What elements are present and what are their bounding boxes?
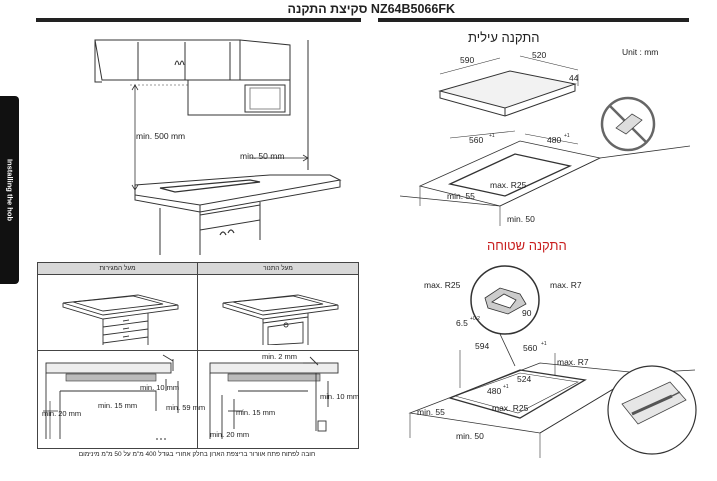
flush-dim-560: 560: [523, 343, 538, 353]
page-title: NZ64B5066FK סקיצת התקנה: [287, 2, 455, 16]
drawers-min59-label: min. 59 mm: [166, 403, 206, 412]
top-dim-480: 480: [547, 135, 562, 145]
side-tab: Installing the hob: [0, 96, 19, 284]
flush-dim-6-5: 6.5: [456, 318, 468, 328]
cabinet-diagram: [94, 39, 342, 255]
oven-perspective-cell: [197, 274, 359, 351]
header-rule-right: [378, 18, 689, 22]
col-header-oven: מעל התנור: [197, 262, 359, 275]
installation-table: מעל המגירות מעל התנור: [37, 262, 359, 449]
oven-perspective-drawing: [222, 294, 339, 346]
col-header-drawers: מעל המגירות: [37, 262, 198, 275]
flush-dim-480-tol: +1: [503, 384, 509, 390]
flush-dim-594: 594: [475, 341, 490, 351]
oven-min15-label: min. 15 mm: [236, 408, 276, 417]
drawers-section-drawing: [43, 354, 179, 440]
top-dim-590: 590: [460, 55, 475, 65]
top-dim-44: 44: [569, 73, 579, 83]
oven-min2-label: min. 2 mm: [262, 352, 298, 361]
ventilation-footnote: חובה לפתוח פתח אוורור בריצפת הארון בחלק …: [78, 451, 316, 458]
flush-dim-560-tol: +1: [541, 341, 547, 347]
flush-dim-524: 524: [517, 374, 532, 384]
drawers-min10-label: min. 10 mm: [140, 383, 180, 392]
side-tab-label: Installing the hob: [5, 158, 14, 222]
header-rule-left: [36, 18, 361, 22]
min-500-label: min. 500 mm: [136, 131, 186, 141]
top-install-title: התקנה עילית: [468, 30, 540, 45]
drawers-section-cell: [37, 350, 198, 449]
oven-min10-label: min. 10 mm: [320, 392, 360, 401]
drawers-min15-label: min. 15 mm: [98, 401, 138, 410]
top-install-diagram: [400, 55, 691, 226]
top-dim-520: 520: [532, 50, 547, 60]
oven-section-cell: [197, 350, 359, 449]
top-dim-480-tol: +1: [564, 133, 570, 139]
oven-section-drawing: [209, 356, 339, 439]
top-dim-min50: min. 50: [507, 214, 535, 224]
flush-dim-maxr7-b: max. R7: [557, 357, 589, 367]
flush-dim-6-5-tol: +0.2: [470, 316, 480, 322]
oven-min20-label: min. 20 mm: [210, 430, 250, 439]
flush-install-title: התקנה שטוחה: [487, 238, 567, 253]
min-50-label: min. 50 mm: [240, 151, 285, 161]
unit-label: Unit : mm: [622, 47, 659, 57]
flush-dim-maxr25-a: max. R25: [424, 280, 461, 290]
flush-dim-maxr25-b: max. R25: [492, 403, 529, 413]
top-dim-min55: min. 55: [447, 191, 475, 201]
flush-dim-90: 90: [522, 308, 532, 318]
drawers-perspective-drawing: [62, 294, 179, 345]
top-dim-560: 560: [469, 135, 484, 145]
top-dim-560-tol: +1: [489, 133, 495, 139]
flush-install-diagram: [408, 265, 697, 458]
flush-dim-min50: min. 50: [456, 431, 484, 441]
flush-dim-maxr7-a: max. R7: [550, 280, 582, 290]
flush-dim-min55: min. 55: [417, 407, 445, 417]
flush-dim-480: 480: [487, 386, 502, 396]
top-dim-maxr25: max. R25: [490, 180, 527, 190]
drawers-min20-label: min. 20 mm: [42, 409, 82, 418]
drawers-perspective-cell: [37, 274, 198, 351]
